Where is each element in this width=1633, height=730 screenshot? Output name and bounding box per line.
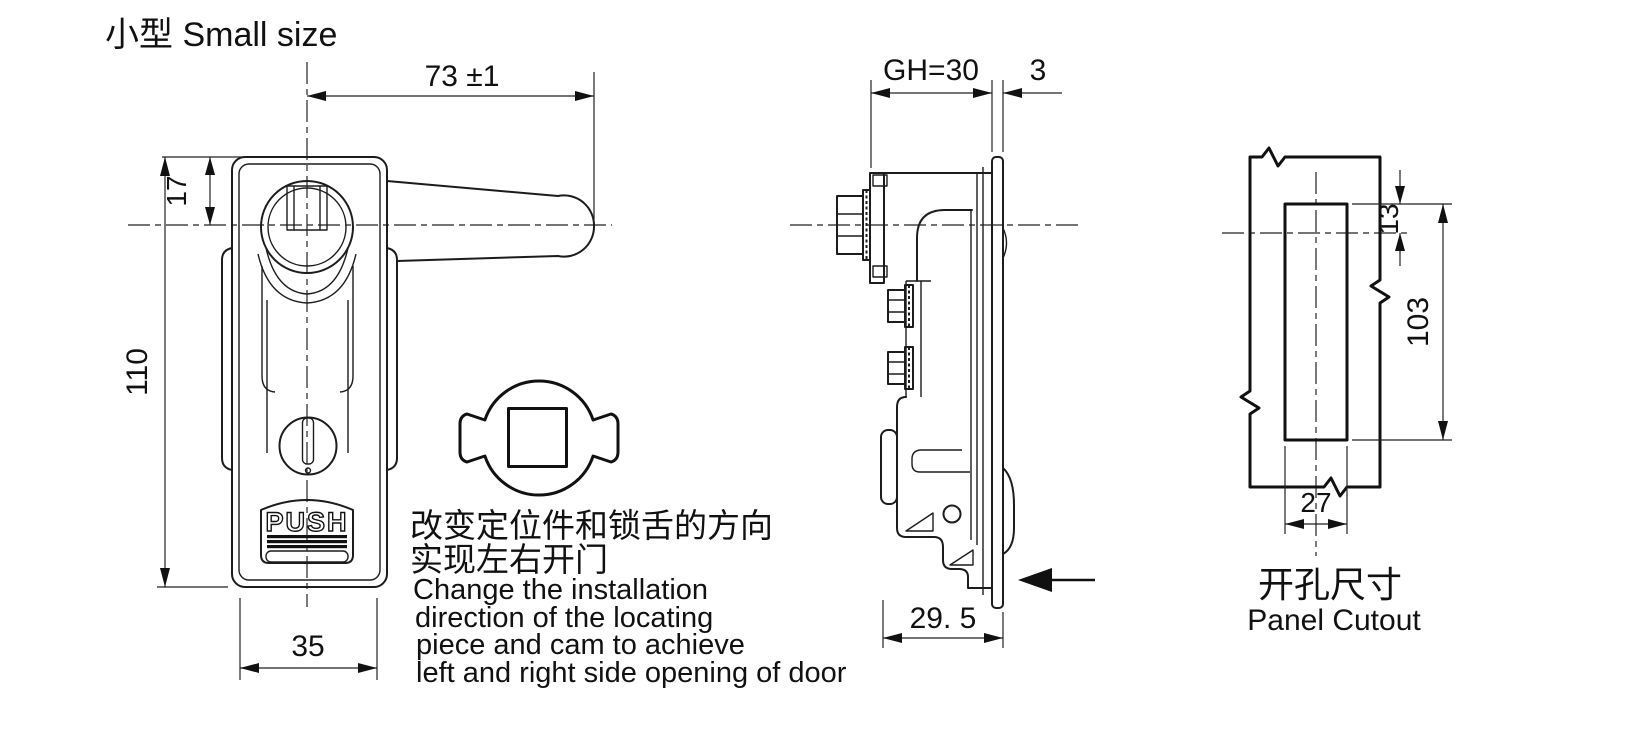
mount-flange-plate	[869, 172, 885, 284]
note-en-line1: Change the installation	[413, 574, 708, 606]
right-flange	[386, 247, 398, 471]
lock-body-outline	[231, 156, 388, 588]
note-zh-line2: 实现左右开门	[410, 541, 608, 578]
push-ridge	[267, 540, 347, 544]
direction-arrow	[1018, 568, 1095, 592]
dim-cutout-height-text: 103	[1402, 297, 1435, 347]
note-en-line4: left and right side opening of door	[416, 657, 847, 689]
panel-outline	[1239, 146, 1391, 498]
left-flange	[221, 247, 233, 471]
dim-depth-text: 29. 5	[910, 602, 977, 635]
hub-inner-circle	[267, 187, 347, 267]
hub-neck-inner	[266, 300, 349, 453]
push-button-outline[interactable]	[260, 499, 354, 564]
door-panel-section	[991, 156, 1004, 609]
cutout-view: 13 103 27 开孔尺寸 Panel Cutout	[1222, 146, 1452, 637]
side-view: GH=30 3 29. 5	[790, 54, 1095, 648]
dim-offset-top-text: 17	[161, 175, 192, 206]
flange-tab-top	[872, 174, 888, 187]
cylinder-facets	[293, 186, 321, 230]
latch-tongue	[1002, 467, 1015, 555]
drawing-title: 小型 Small size	[105, 16, 337, 54]
dim-cutout-offset-text: 13	[1373, 203, 1404, 234]
cylinder-square	[286, 185, 328, 231]
housing-hole	[942, 504, 962, 524]
note-text: 改变定位件和锁舌的方向 实现左右开门 Change the installati…	[410, 507, 847, 689]
hex-nut-facets	[837, 213, 863, 237]
hub-shoulder-arc-2	[257, 253, 357, 304]
hub-outer-circle	[260, 180, 354, 274]
wedge-detail-1	[905, 512, 934, 532]
note-en-line3: piece and cam to achieve	[416, 629, 745, 661]
cam-square-hole	[507, 407, 568, 468]
dim-panel-thickness-text: 3	[1030, 54, 1047, 87]
dim-grip: GH=30	[870, 54, 993, 168]
dim-cutout-width: 27	[1284, 446, 1348, 534]
cam-outline	[458, 379, 620, 497]
dim-offset-top: 17	[161, 156, 242, 225]
flange-tab-bottom	[872, 265, 888, 278]
push-ridge	[267, 535, 347, 539]
dim-cutout-offset: 13	[1352, 170, 1452, 266]
dim-cutout-height: 103	[1352, 204, 1452, 441]
dim-width-bottom: 35	[239, 598, 378, 680]
note-en-line2: direction of the locating	[415, 602, 713, 634]
hex-bolt-lower	[887, 346, 914, 390]
dim-width-top: 73 ±1	[307, 60, 595, 222]
hub-neck-outer	[261, 266, 354, 393]
keyhole-circle	[278, 416, 338, 476]
hex-bolt-upper	[887, 284, 914, 328]
behind-panel-bulge-top	[1002, 227, 1008, 259]
hub-shoulder-arc-1	[265, 247, 349, 295]
dim-grip-text: GH=30	[883, 54, 979, 87]
handle-outline	[386, 180, 596, 262]
housing-recess	[911, 449, 970, 473]
front-view: PUSH 73 ±1 17 110 35	[121, 60, 612, 680]
cutout-label-zh: 开孔尺寸	[1258, 564, 1402, 605]
push-lower-bar	[265, 550, 349, 563]
cutout-label-en: Panel Cutout	[1247, 604, 1421, 637]
lock-body-inner-line	[238, 163, 381, 581]
dim-width-bottom-text: 35	[291, 630, 324, 663]
latch-housing	[896, 396, 993, 589]
cam-follower-bump	[880, 429, 898, 505]
cam-piece-view	[458, 379, 620, 497]
dim-height-text: 110	[121, 348, 154, 396]
cylinder-housing	[916, 209, 973, 282]
body-rear-lines	[970, 167, 984, 595]
dim-cutout-width-text: 27	[1300, 487, 1331, 518]
wedge-detail-2	[949, 549, 974, 566]
dim-height: 110	[121, 157, 228, 588]
cutout-rectangle	[1283, 202, 1349, 442]
note-zh-line1: 改变定位件和锁舌的方向	[410, 507, 773, 544]
keyhole-slot	[301, 417, 315, 465]
push-label: PUSH	[265, 507, 348, 537]
keyhole-dot	[304, 467, 312, 474]
dim-panel-thickness: 3	[1002, 54, 1062, 152]
dim-depth: 29. 5	[882, 600, 1004, 648]
push-ridge	[267, 545, 347, 549]
dim-width-top-text: 73 ±1	[425, 60, 500, 93]
